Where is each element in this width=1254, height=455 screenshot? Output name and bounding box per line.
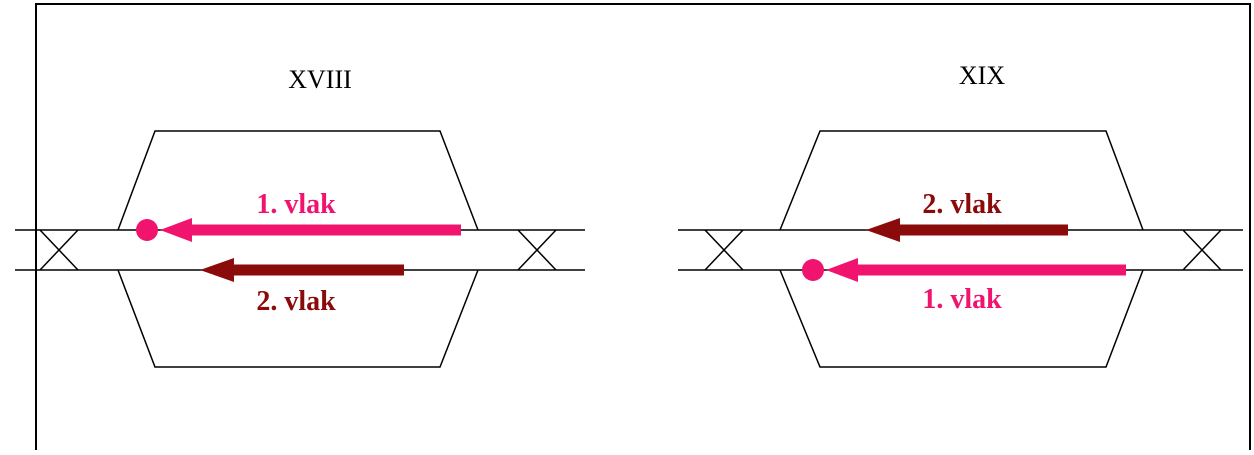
train-arrow-2 [200,258,404,282]
switch-crossing-right [517,229,557,271]
station-outline-bottom [117,269,479,368]
frame-border [35,3,1251,450]
train-arrow-head [866,218,900,242]
train-arrow-head [160,218,192,242]
station-outline-bottom [779,269,1144,368]
train-label: 1. vlak [922,284,1002,315]
train-label: 2. vlak [256,286,336,317]
train-label: 2. vlak [922,189,1002,220]
diagram-title: XIX [959,61,1005,90]
diagram-xviii: XVIII 1. vlak [15,65,585,368]
switch-crossing-left [39,229,79,271]
station-outline-top [779,130,1144,231]
stop-marker [802,259,824,281]
stop-marker [136,219,158,241]
diagram-xix: XIX 2. vlak [678,61,1243,368]
diagram-title: XVIII [288,65,352,94]
train-arrow-head [200,258,234,282]
train-label: 1. vlak [256,189,336,220]
switch-crossing-left [704,229,744,271]
train-arrow-head [826,258,858,282]
train-arrow-1 [802,258,1126,282]
switch-crossing-right [1182,229,1222,271]
train-arrow-2 [866,218,1068,242]
train-arrow-1 [136,218,461,242]
station-outline-top [117,130,479,231]
